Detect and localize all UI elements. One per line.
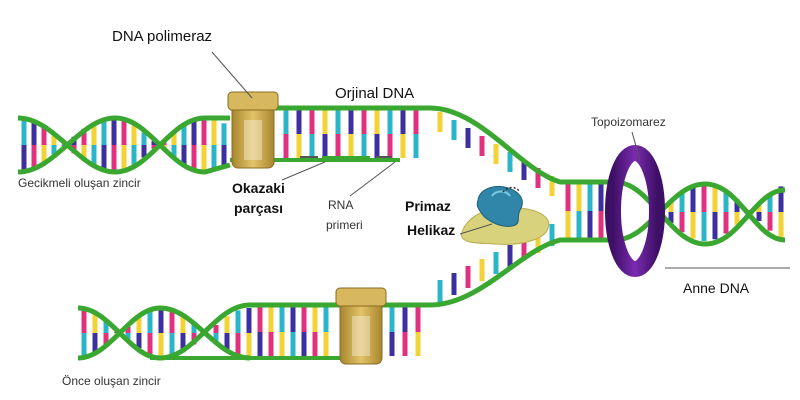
topoisomerase bbox=[605, 145, 665, 277]
bottom-left-helix-backbone-a bbox=[77, 302, 345, 361]
primase-dashed-arc bbox=[502, 186, 521, 193]
label-helicase: Helikaz bbox=[407, 222, 456, 238]
leader-lines bbox=[211, 51, 790, 269]
label-original-dna: Orjinal DNA bbox=[335, 85, 415, 102]
top-left-helix-backbone-a bbox=[17, 115, 230, 175]
parent-helix-backbone-a bbox=[614, 179, 786, 247]
primase bbox=[476, 186, 523, 227]
label-topoisomerase: Topoizomarez bbox=[591, 115, 666, 129]
label-parent-dna: Anne DNA bbox=[683, 280, 750, 296]
leader-helicase bbox=[459, 223, 493, 235]
parent-helix-backbone-b bbox=[614, 181, 786, 243]
bottom-left-helix-backbone-b bbox=[77, 305, 251, 361]
base-pairs bbox=[21, 110, 784, 358]
leader-rna-primer bbox=[349, 161, 396, 197]
label-okazaki-line2: parçası bbox=[234, 200, 284, 216]
dna-polymerase-bottom bbox=[335, 287, 387, 365]
dna-backbones bbox=[17, 105, 786, 361]
bottom-strand-outer bbox=[340, 237, 615, 308]
label-lagging-strand: Gecikmeli oluşan zincir bbox=[18, 176, 141, 190]
top-strand-outer bbox=[230, 105, 615, 185]
label-okazaki-line1: Okazaki bbox=[232, 180, 285, 196]
label-rna-primer-line2: primeri bbox=[326, 218, 363, 232]
label-primase: Primaz bbox=[405, 198, 451, 214]
dna-polymerase-top bbox=[227, 91, 279, 169]
top-left-helix-backbone-b bbox=[17, 115, 231, 175]
leader-okazaki bbox=[281, 161, 326, 181]
label-rna-primer-line1: RNA bbox=[328, 198, 354, 212]
label-leading-strand: Önce oluşan zincir bbox=[62, 374, 161, 388]
leader-topoisomerase bbox=[631, 131, 641, 161]
label-dna-polymerase: DNA polimeraz bbox=[112, 28, 213, 45]
leader-dna-polymerase bbox=[211, 51, 253, 99]
